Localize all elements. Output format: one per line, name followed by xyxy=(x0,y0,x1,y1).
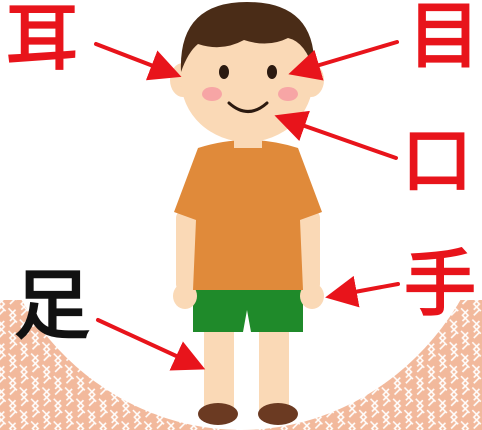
label-mouth: 口 xyxy=(402,119,472,202)
arrow-to-hand xyxy=(325,275,400,308)
label-ear: 耳 xyxy=(6,0,79,80)
left-arm xyxy=(176,210,196,292)
label-foot: 足 xyxy=(14,261,90,350)
right-hand xyxy=(300,283,324,309)
arrow-to-foot xyxy=(96,318,206,371)
label-hand: 手 xyxy=(404,241,477,326)
right-leg xyxy=(259,325,289,410)
right-shoe xyxy=(258,403,298,425)
shirt xyxy=(174,140,322,290)
shorts xyxy=(193,283,303,332)
left-cheek xyxy=(202,87,222,101)
left-shoe xyxy=(198,403,238,425)
right-eye xyxy=(267,65,277,79)
arrow-to-mouth xyxy=(274,110,398,160)
left-eye xyxy=(219,65,229,79)
arrows xyxy=(94,40,400,371)
left-leg xyxy=(204,325,234,410)
left-hand xyxy=(173,283,197,309)
arrow-to-eye xyxy=(288,40,399,81)
right-cheek xyxy=(278,87,298,101)
mouth xyxy=(227,101,269,113)
arrow-to-ear xyxy=(94,42,182,81)
hair xyxy=(180,2,315,72)
label-eye: 目 xyxy=(408,0,481,78)
right-arm xyxy=(300,210,320,292)
